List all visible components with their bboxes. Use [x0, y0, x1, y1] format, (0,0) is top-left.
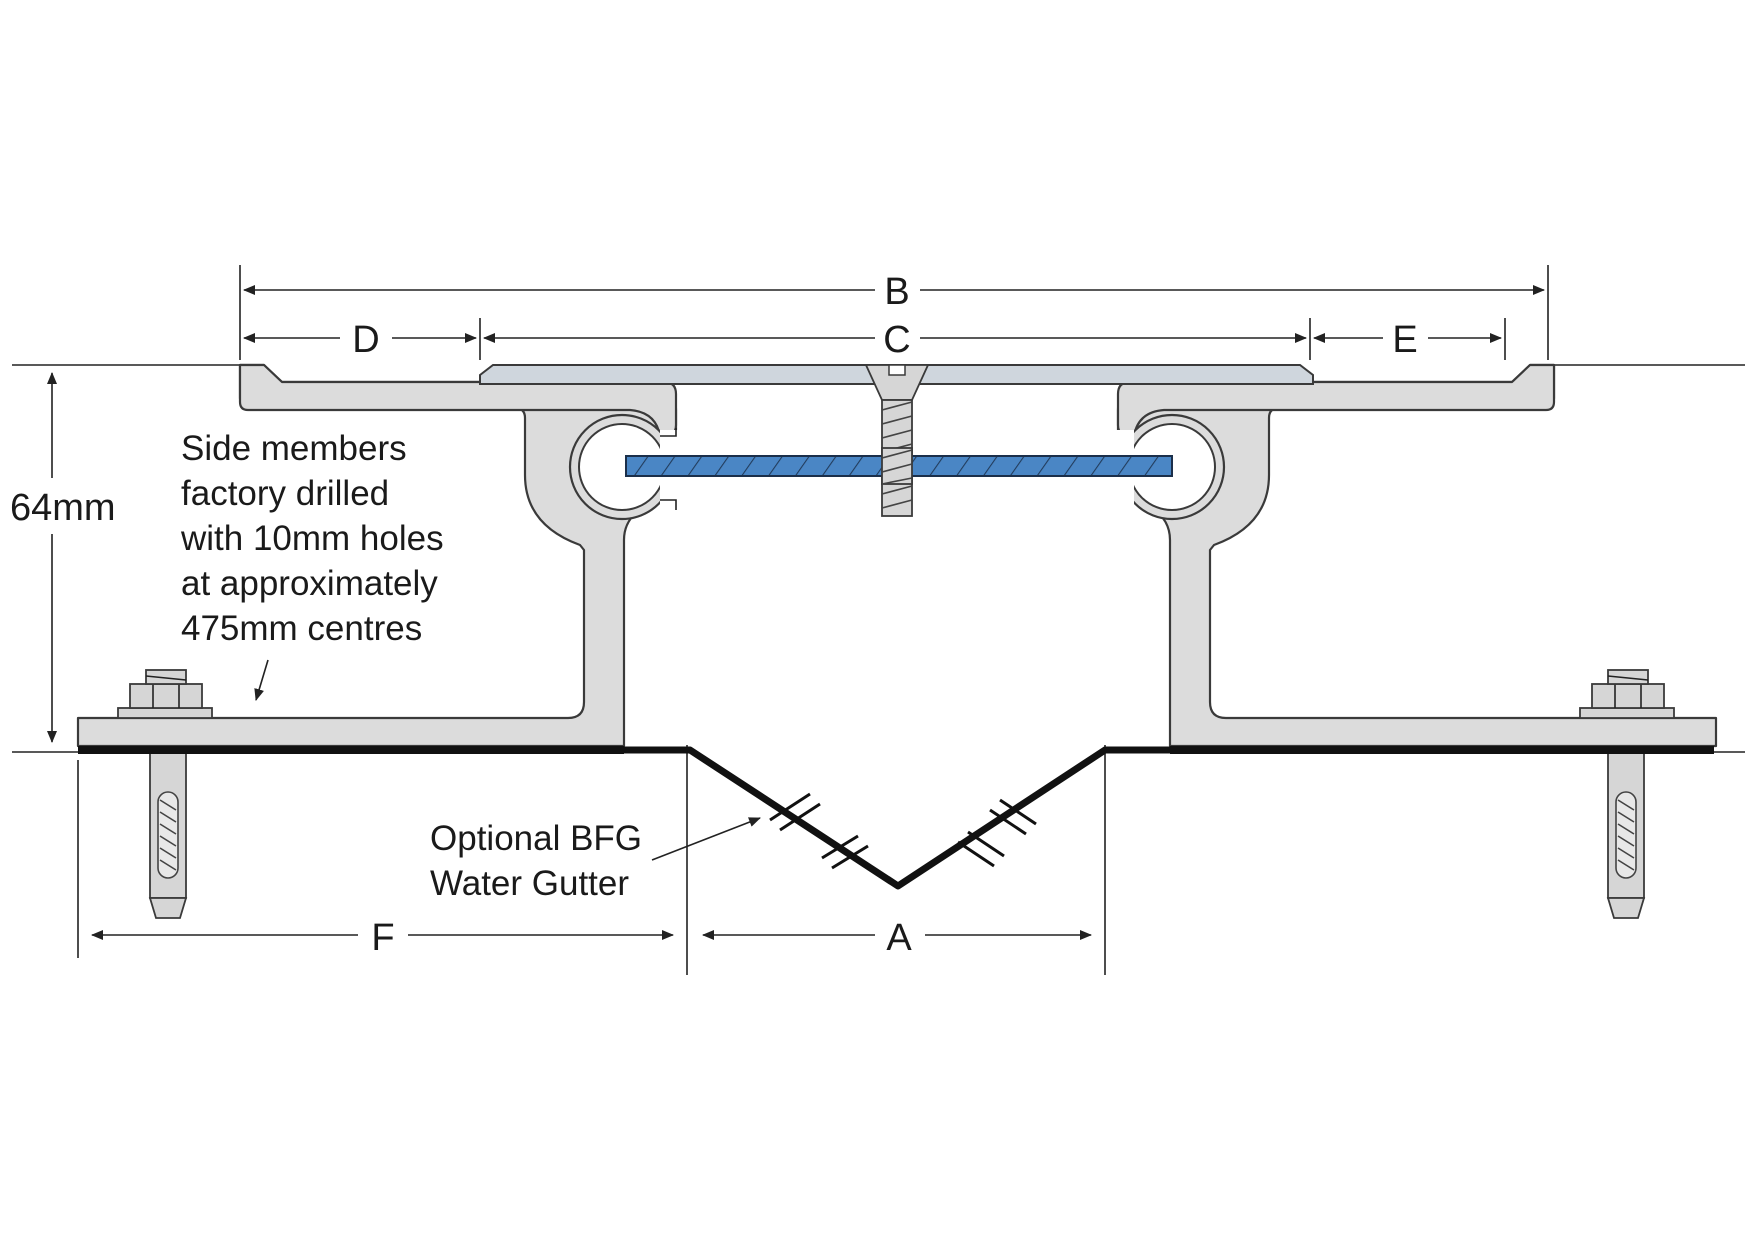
note-side-members-line-1: Side members	[181, 429, 407, 468]
dimension-label-a: A	[886, 917, 912, 959]
leader-arrow-gutter	[651, 817, 761, 861]
countersunk-screw	[864, 364, 930, 517]
dimension-height: 64mm	[8, 372, 118, 743]
note-water-gutter-line-1: Optional BFG	[430, 819, 642, 858]
water-gutter	[624, 746, 1170, 890]
dimension-label-d: D	[352, 319, 379, 361]
anchor-bolt-left	[148, 749, 188, 919]
dimension-label-b: B	[884, 271, 909, 313]
note-side-members-line-4: at approximately	[181, 564, 438, 603]
anchor-bolt-right	[1606, 749, 1646, 919]
dimension-b: B	[243, 271, 1545, 313]
extension-lines	[77, 265, 1549, 975]
dimension-e: E	[1313, 319, 1502, 361]
dimension-d: D	[243, 319, 477, 361]
note-side-members-line-3: with 10mm holes	[180, 519, 444, 558]
dimension-a: A	[702, 917, 1092, 959]
screw-thread-overlap	[881, 449, 913, 485]
dimension-f: F	[91, 917, 674, 959]
bearing-left	[568, 413, 690, 521]
note-side-members-line-2: factory drilled	[181, 474, 389, 513]
hex-bolt-left	[117, 669, 213, 719]
note-side-members: Side members factory drilled with 10mm h…	[180, 429, 444, 701]
dimension-label-height: 64mm	[10, 487, 116, 529]
base-membrane	[78, 746, 1714, 754]
dimension-label-f: F	[371, 917, 394, 959]
note-water-gutter: Optional BFG Water Gutter	[430, 817, 761, 903]
leader-arrow-side-members	[254, 659, 269, 701]
dimension-label-c: C	[883, 319, 910, 361]
dimension-c: C	[483, 319, 1307, 361]
hex-bolt-right	[1579, 669, 1675, 719]
note-water-gutter-line-2: Water Gutter	[430, 864, 629, 903]
dimension-label-e: E	[1392, 319, 1417, 361]
note-side-members-line-5: 475mm centres	[181, 609, 422, 648]
